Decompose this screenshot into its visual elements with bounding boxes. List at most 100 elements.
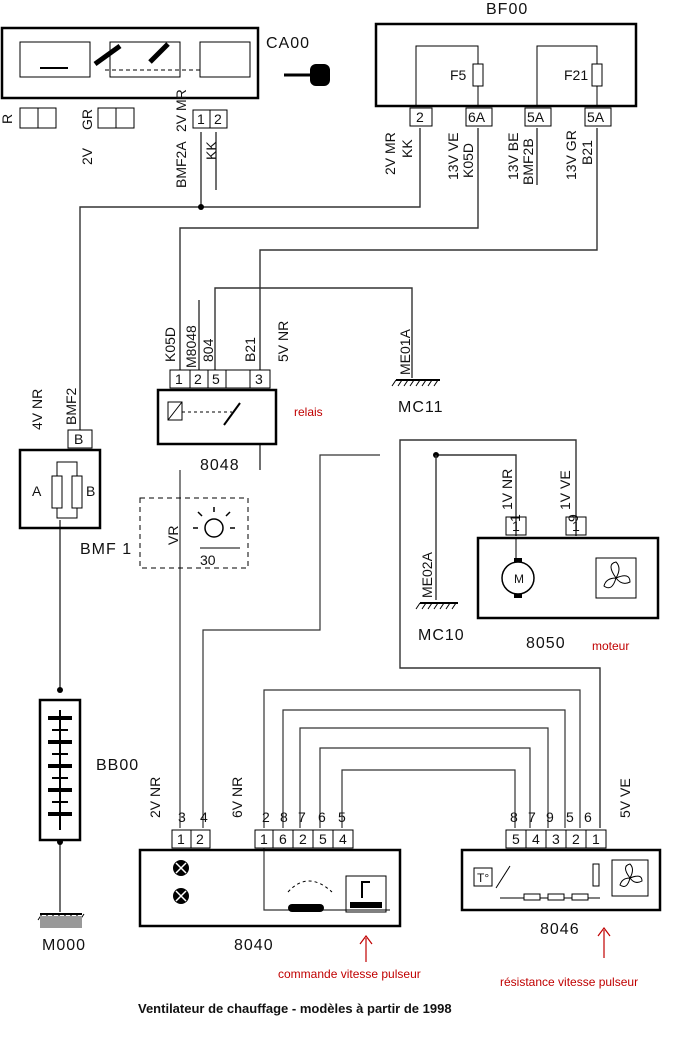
wire-label: 8 bbox=[510, 809, 518, 825]
bf00-internal bbox=[415, 45, 479, 106]
control-pin: 6 bbox=[279, 831, 287, 847]
wire-label: 804 bbox=[200, 338, 216, 362]
wire-label: 5 bbox=[338, 809, 346, 825]
ca00-wire-gr: GR bbox=[79, 109, 95, 130]
wire-label: 2 bbox=[262, 809, 270, 825]
bf00-pin-connector bbox=[524, 107, 552, 127]
ground-label-m000: M000 bbox=[42, 937, 86, 954]
diagram-caption: Ventilateur de chauffage - modèles à par… bbox=[138, 1001, 452, 1016]
relay-pin: 1 bbox=[175, 371, 183, 387]
wire-label: KK bbox=[399, 139, 415, 158]
motor-icon: M bbox=[501, 538, 535, 598]
ground-m000: M000 bbox=[37, 913, 86, 954]
wire-b21 bbox=[259, 128, 598, 370]
wire-label: 13V BE bbox=[505, 133, 521, 180]
ground-hatch bbox=[40, 916, 82, 928]
wire-label: 4V NR bbox=[29, 389, 45, 430]
resistor-box bbox=[460, 848, 662, 912]
wire-label: 8 bbox=[280, 809, 288, 825]
wire-bmf2a bbox=[79, 132, 202, 430]
ca00-contact-group bbox=[199, 41, 251, 78]
wire-label: K05D bbox=[460, 143, 476, 178]
wire-label: B21 bbox=[579, 140, 595, 165]
key-icon bbox=[284, 64, 330, 86]
ca00-pin: 2 bbox=[214, 111, 222, 127]
wire-label: K05D bbox=[162, 327, 178, 362]
wire-label: 2V MR bbox=[382, 132, 398, 175]
resistor-pin: 3 bbox=[552, 831, 560, 847]
fuse-f21 bbox=[591, 63, 603, 87]
control-pin: 2 bbox=[299, 831, 307, 847]
motor-8050: 1V NR 1V VE 1 9 1 1 M 8050 moteur bbox=[476, 469, 660, 653]
vr-box bbox=[139, 497, 249, 569]
battery-cells-icon bbox=[48, 710, 72, 830]
relay-pin-connector bbox=[169, 369, 271, 389]
control-label: 8040 bbox=[234, 937, 274, 954]
wire-label: 1 bbox=[507, 514, 523, 522]
wire-label: 5 bbox=[566, 809, 574, 825]
bf00-pin-connector bbox=[584, 107, 612, 127]
motor-pin: 1 bbox=[512, 518, 520, 534]
wire-804 bbox=[214, 287, 413, 378]
wire-k05d bbox=[179, 128, 479, 370]
junction-dot bbox=[198, 204, 204, 210]
wire-label: 13V VE bbox=[445, 133, 461, 180]
svg-text:M: M bbox=[514, 572, 524, 586]
ground-mc11: ME01A MC11 bbox=[391, 328, 444, 416]
wire-label: 5V VE bbox=[617, 778, 633, 818]
bmf1-fuse-a bbox=[51, 475, 63, 509]
wire-label: 1V NR bbox=[499, 469, 515, 510]
wire-label: 7 bbox=[528, 809, 536, 825]
speed-selector-knob-icon bbox=[288, 904, 324, 912]
bf00-pin: 5A bbox=[587, 109, 605, 125]
wire-label-bmf2a: BMF2A bbox=[173, 141, 189, 188]
ca00-contact-group bbox=[19, 41, 91, 78]
control-pin: 5 bbox=[319, 831, 327, 847]
ca00-switch: CA00 R GR 2V 1 2 2V MR BMF2A KK bbox=[0, 26, 330, 188]
wire-label-2v-mr: 2V MR bbox=[173, 89, 189, 132]
fan-icon bbox=[595, 557, 637, 599]
relay-pin: 2 bbox=[194, 371, 202, 387]
fuse-f21-label: F21 bbox=[564, 67, 588, 83]
relay-pin: 5 bbox=[212, 371, 220, 387]
relay-annotation: relais bbox=[294, 405, 323, 419]
wire-ctrl-8 bbox=[282, 709, 566, 828]
ground-label-me02a: ME02A bbox=[419, 551, 435, 598]
resistor-arrow-icon bbox=[597, 927, 611, 958]
control-panel-icon bbox=[345, 875, 387, 913]
bmf1-unit: 4V NR BMF2 B A B BMF 1 bbox=[18, 387, 132, 558]
wire-label: M8048 bbox=[183, 325, 199, 368]
motor-pin-connector bbox=[505, 516, 527, 536]
wire-label: BMF2B bbox=[520, 138, 536, 185]
wire-label: 5V NR bbox=[275, 321, 291, 362]
wire-label: B21 bbox=[242, 337, 258, 362]
resistor-annotation: résistance vitesse pulseur bbox=[500, 975, 638, 989]
resistor-pin: 4 bbox=[532, 831, 540, 847]
wire-motor-1 bbox=[436, 454, 517, 536]
wire-ctrl-2 bbox=[263, 689, 581, 828]
resistor-pin: 2 bbox=[572, 831, 580, 847]
bf00-pin-connector bbox=[465, 107, 493, 127]
svg-text:T°: T° bbox=[477, 871, 489, 885]
ground-mc10: ME02A MC10 bbox=[415, 551, 464, 644]
relay-pin: 3 bbox=[255, 371, 263, 387]
bf00-fusebox: BF00 F5 F21 2 6A 5A 5A 2V MR KK 13V VE K… bbox=[374, 1, 638, 185]
bmf1-internal bbox=[56, 461, 78, 519]
ground-label-mc11: MC11 bbox=[398, 399, 444, 416]
motor-label: 8050 bbox=[526, 635, 566, 652]
thermal-fuse-icon: T° bbox=[473, 865, 511, 889]
bmf1-label-a: A bbox=[32, 483, 42, 499]
wire-label: 4 bbox=[200, 809, 208, 825]
wire-ctrl-5 bbox=[341, 769, 516, 828]
bf00-label: BF00 bbox=[486, 1, 528, 18]
wire-label: 9 bbox=[546, 809, 554, 825]
relay-contact-icon bbox=[223, 402, 241, 426]
ca00-pin: 1 bbox=[197, 111, 205, 127]
bmf1-label: BMF 1 bbox=[80, 541, 132, 558]
wire-label: 2V NR bbox=[147, 777, 163, 818]
wire-label: 6 bbox=[584, 809, 592, 825]
relay-coil-icon bbox=[167, 401, 183, 421]
wire-ctrl-4 bbox=[202, 454, 380, 828]
ca00-label: CA00 bbox=[266, 35, 310, 52]
bf00-pin-connector bbox=[409, 107, 433, 127]
